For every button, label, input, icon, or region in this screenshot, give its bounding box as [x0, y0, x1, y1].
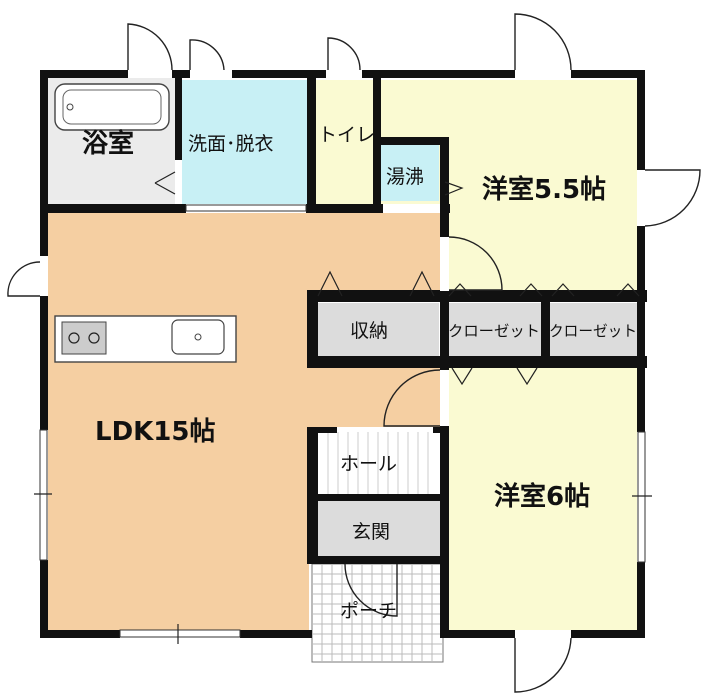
ldk-area-upper: [309, 212, 440, 290]
washroom-area: [181, 80, 308, 206]
room-label-bedroom-2: 洋室6帖: [494, 481, 590, 512]
water-heater-area-top: [381, 145, 439, 201]
bathtub-icon: [54, 83, 170, 131]
room-label-water-heater: 湯沸: [386, 166, 424, 188]
doors: [7, 13, 701, 693]
room-label-ldk: LDK15帖: [95, 417, 215, 447]
closet-1-area: [449, 303, 541, 356]
kitchen-counter-icon: [54, 315, 237, 363]
room-label-entrance: 玄関: [352, 521, 390, 543]
ldk-area-lower: [47, 212, 309, 630]
hall-flooring: [327, 432, 429, 494]
bedroom-2-area: [449, 367, 638, 630]
windows: [34, 204, 652, 644]
entrance-area: [318, 500, 440, 558]
room-label-storage: 収納: [350, 320, 388, 342]
room-label-bath: 浴室: [82, 128, 134, 159]
storage-area: [318, 303, 439, 356]
room-label-washroom: 洗面･脱衣: [188, 133, 274, 155]
openings: [40, 70, 645, 638]
toilet-area: [315, 80, 376, 208]
room-label-bedroom-1: 洋室5.5帖: [482, 174, 606, 205]
closet-2-area: [550, 303, 638, 356]
ldk-right-strip: [309, 367, 440, 427]
room-label-toilet: トイレ: [318, 124, 375, 146]
room-label-porch: ポーチ: [340, 600, 397, 622]
room-label-closet-1: クローゼット: [448, 322, 540, 340]
room-label-closet-2: クローゼット: [549, 322, 637, 340]
room-label-hall: ホール: [340, 453, 397, 475]
